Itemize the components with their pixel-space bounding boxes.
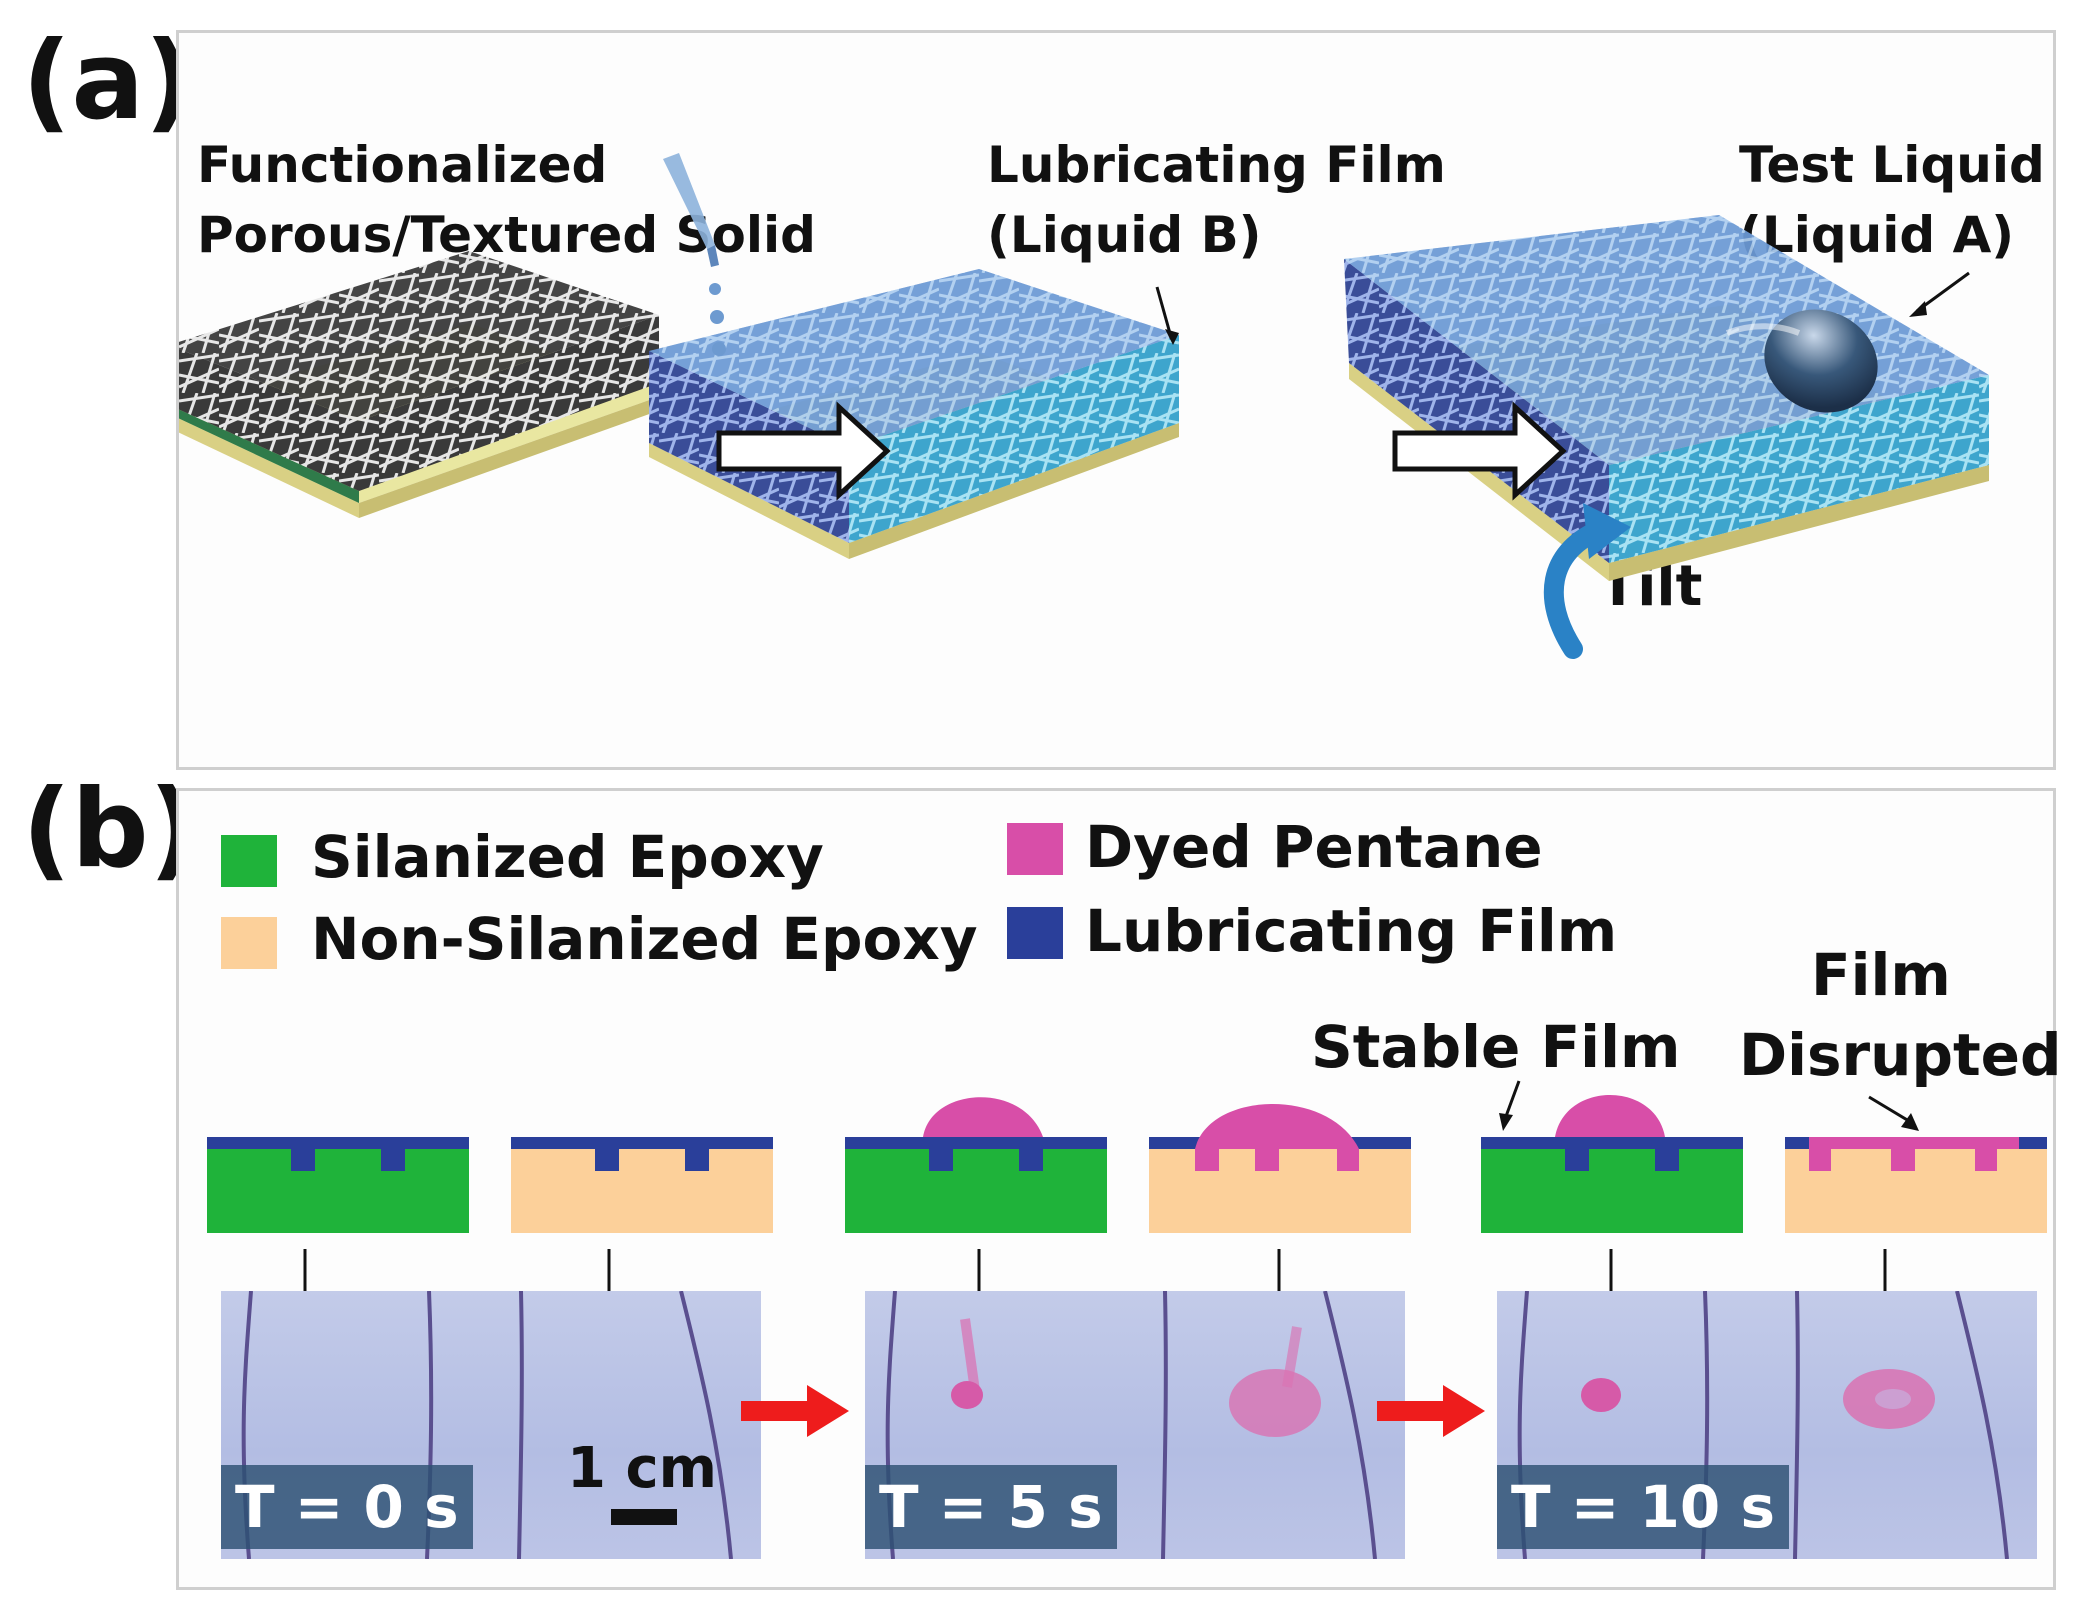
panel-a: Functionalized Porous/Textured Solid Lub… — [176, 30, 2056, 770]
scale-bar-label: 1 cm — [567, 1436, 718, 1501]
leader-arrow-test-liquid — [1909, 271, 1970, 317]
lubricated-block — [649, 269, 1179, 559]
test-liquid-droplet — [1764, 309, 1878, 413]
legend-label-lubricating-film: Lubricating Film — [1085, 897, 1618, 965]
panel-a-schematic — [179, 153, 1989, 659]
label-solid-line1: Functionalized — [197, 136, 608, 194]
schematic-non-silanized-t10 — [1785, 1137, 2047, 1233]
label-film-line2: (Liquid B) — [987, 206, 1262, 264]
red-arrow-1 — [741, 1385, 849, 1437]
tilt-arrow-icon — [1543, 503, 1631, 659]
photo-t5: T = 5 s — [865, 1291, 1405, 1559]
panel-b: Silanized Epoxy Non-Silanized Epoxy Dyed… — [176, 788, 2062, 1590]
legend-swatch-lubricating-film — [1007, 907, 1063, 959]
legend-label-non-silanized: Non-Silanized Epoxy — [311, 905, 978, 973]
panel-a-letter: (a) — [22, 19, 194, 144]
label-film-line1: Lubricating Film — [987, 136, 1446, 194]
process-arrow-2 — [1392, 401, 1567, 501]
scale-bar — [611, 1509, 677, 1525]
legend-swatch-dyed-pentane — [1007, 823, 1063, 875]
annotation-stable-film: Stable Film — [1311, 1013, 1681, 1081]
leader-arrow-film — [1155, 286, 1179, 345]
schematic-non-silanized-t5 — [1149, 1103, 1411, 1233]
legend-swatch-non-silanized — [221, 917, 277, 969]
photo-t0: T = 0 s 1 cm — [221, 1291, 761, 1559]
process-arrow-1 — [716, 401, 891, 501]
porous-solid-block — [179, 251, 669, 518]
leader-arrow-stable-film — [1499, 1080, 1521, 1131]
red-arrows — [741, 1385, 1485, 1437]
schematic-non-silanized-t0 — [511, 1137, 773, 1233]
annotation-film-disrupted-line2: Disrupted — [1739, 1021, 2062, 1089]
annotation-film-disrupted-line1: Film — [1811, 941, 1951, 1009]
schematic-silanized-t0 — [207, 1137, 469, 1233]
schematic-silanized-t10 — [1481, 1095, 1743, 1233]
label-test-line1: Test Liquid — [1739, 136, 2045, 194]
legend-swatch-silanized — [221, 835, 277, 887]
pipette — [663, 153, 726, 356]
time-label-t5: T = 5 s — [865, 1465, 1117, 1549]
cross-section-schematics — [207, 1080, 2047, 1321]
time-label-t10: T = 10 s — [1497, 1465, 1789, 1549]
tilted-block — [1344, 215, 1989, 581]
legend-label-silanized: Silanized Epoxy — [311, 823, 824, 891]
panel-b-letter: (b) — [22, 767, 199, 892]
leader-arrow-film-disrupted — [1868, 1095, 1919, 1131]
red-arrow-2 — [1377, 1385, 1485, 1437]
photo-t10: T = 10 s — [1497, 1291, 2037, 1559]
schematic-silanized-t5 — [845, 1097, 1107, 1233]
legend-label-dyed-pentane: Dyed Pentane — [1085, 813, 1543, 881]
time-label-t0: T = 0 s — [221, 1465, 473, 1549]
